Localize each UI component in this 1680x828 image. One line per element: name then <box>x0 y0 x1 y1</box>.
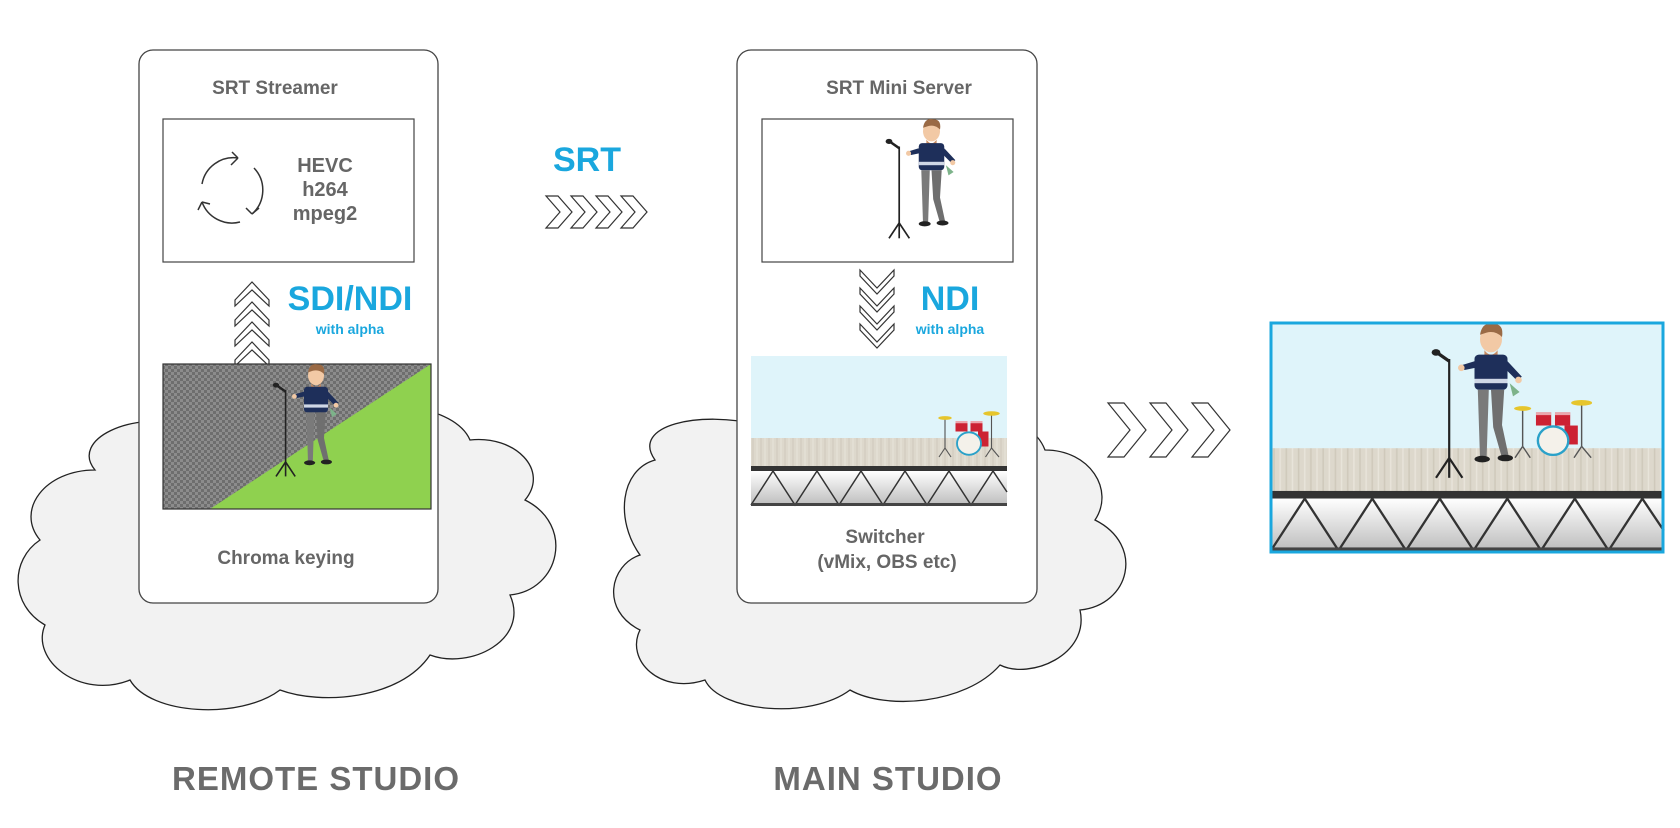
switcher-caption-line1: Switcher <box>845 527 925 548</box>
srt-mini-server-title: SRT Mini Server <box>826 78 972 99</box>
sdi-ndi-label: SDI/NDI <box>288 280 413 318</box>
srt-mini-server-device: SRT Mini Server NDI with alpha Switcher … <box>736 49 1038 604</box>
chevron-right-icon <box>544 195 648 229</box>
encoder-box <box>162 118 415 263</box>
codec-h264: h264 <box>302 179 348 201</box>
chevron-right-icon <box>1106 402 1231 458</box>
codec-mpeg2: mpeg2 <box>293 203 357 225</box>
chevron-down-icon <box>859 268 895 349</box>
remote-studio-label: REMOTE STUDIO <box>172 760 460 797</box>
switcher-preview <box>750 355 1008 507</box>
main-studio-label: MAIN STUDIO <box>773 760 1002 797</box>
sdi-ndi-alpha-label: with alpha <box>315 321 385 337</box>
program-output-preview <box>1269 321 1665 554</box>
srt-streamer-title: SRT Streamer <box>212 78 338 99</box>
switcher-caption-line2: (vMix, OBS etc) <box>817 552 956 573</box>
srt-streamer-device: SRT Streamer HEVC h264 mpeg2 SDI/NDI wit… <box>138 49 439 604</box>
refresh-cycle-icon <box>197 151 264 224</box>
srt-protocol-label: SRT <box>553 141 621 179</box>
codec-hevc: HEVC <box>297 155 353 177</box>
chevron-up-icon <box>234 281 270 368</box>
ndi-label: NDI <box>921 280 980 318</box>
ndi-alpha-label: with alpha <box>915 321 985 337</box>
chroma-key-preview <box>162 362 432 510</box>
chroma-keying-caption: Chroma keying <box>217 548 354 569</box>
